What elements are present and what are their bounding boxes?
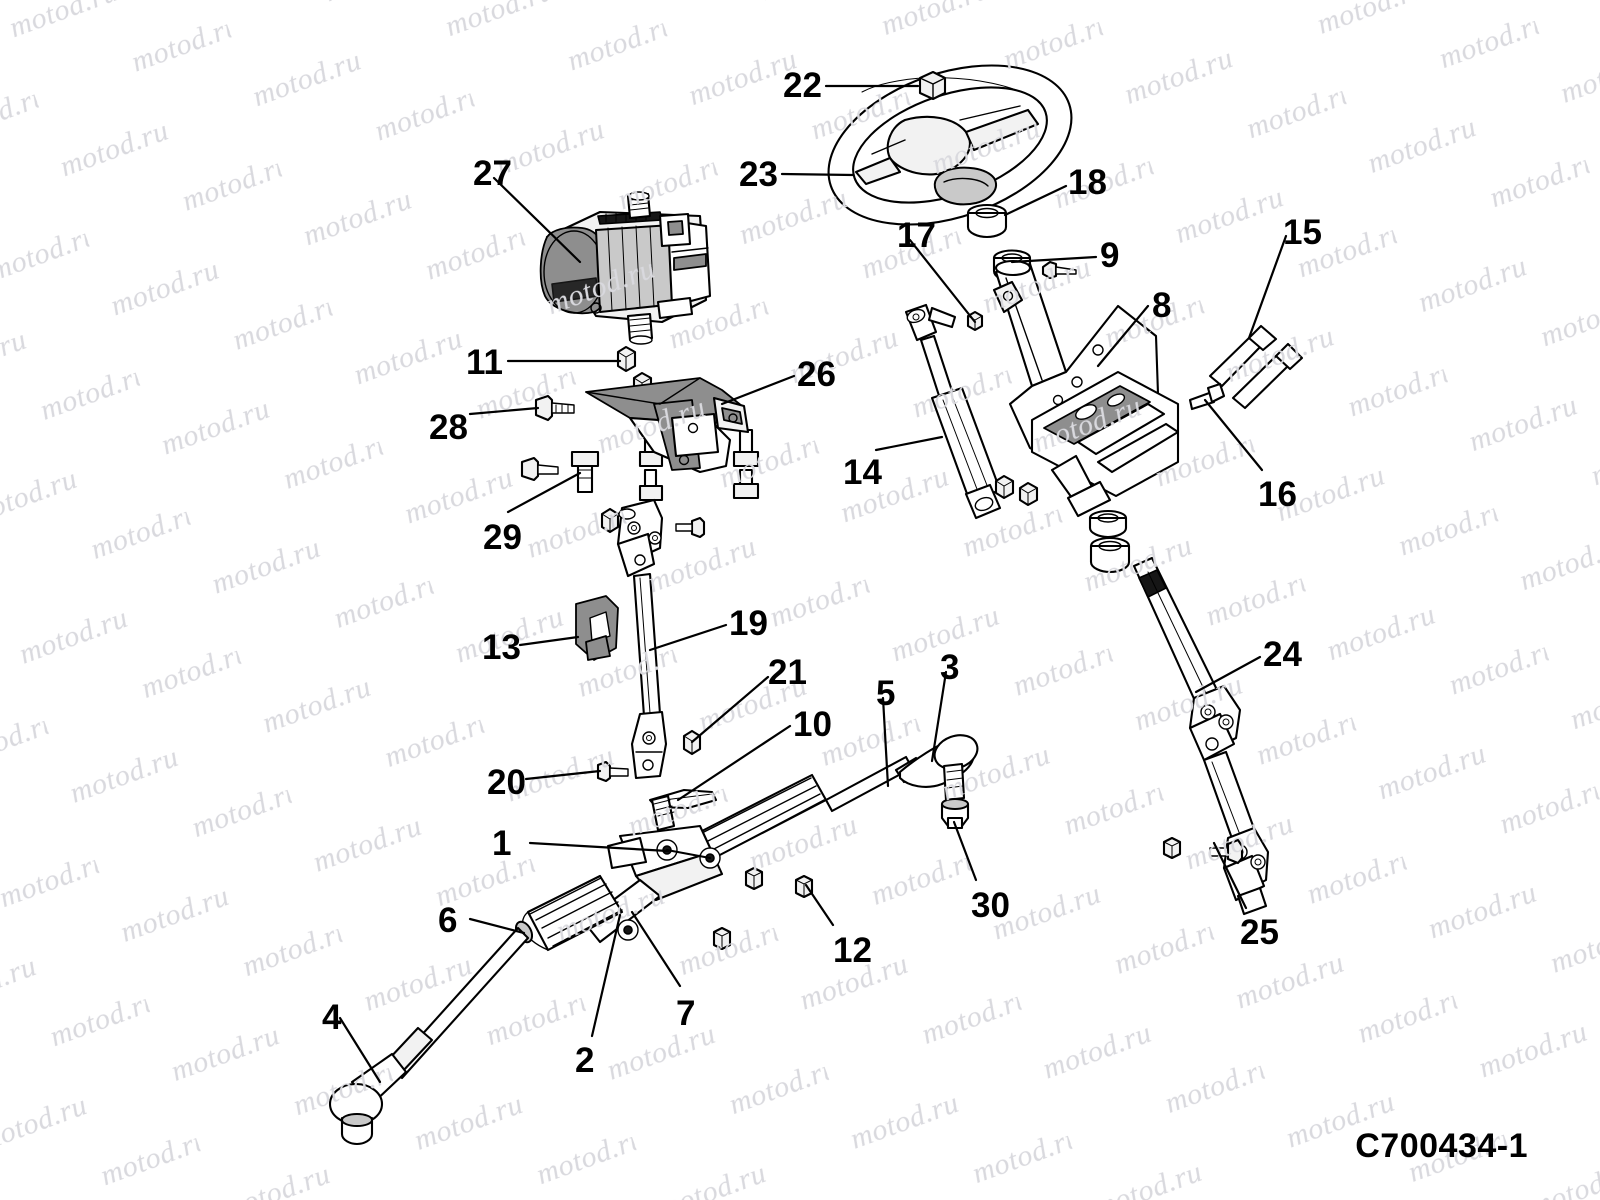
leader-line-steering-wheel-bushing — [1003, 184, 1068, 217]
callout-number-15: 15 — [1283, 213, 1322, 252]
leader-line-steering-damper — [874, 435, 944, 452]
callout-number-20: 20 — [487, 763, 526, 802]
callout-number-19: 19 — [729, 604, 768, 643]
leader-line-rack-mount-nut — [804, 883, 835, 927]
leader-line-ujoint-pinch-nut — [690, 675, 770, 744]
callout-number-25: 25 — [1240, 913, 1279, 952]
callout-number-5: 5 — [876, 674, 896, 713]
leader-line-shaft-seal-boot — [518, 635, 580, 647]
leader-line-column-bolt-short — [1203, 398, 1264, 472]
leader-line-bracket-bolt — [506, 471, 582, 514]
callout-number-3: 3 — [940, 648, 960, 687]
leader-line-steering-wheel — [780, 172, 855, 177]
callout-number-21: 21 — [768, 653, 807, 692]
callout-number-10: 10 — [793, 705, 832, 744]
callout-number-18: 18 — [1068, 163, 1107, 202]
callout-number-24: 24 — [1263, 635, 1302, 674]
callout-number-6: 6 — [438, 901, 458, 940]
leader-line-tie-rod-end-left — [338, 1016, 382, 1084]
callout-number-22: 22 — [783, 66, 822, 105]
callout-number-4: 4 — [322, 998, 342, 1037]
leader-line-intermediate-shaft — [1194, 655, 1262, 694]
callout-number-12: 12 — [833, 931, 872, 970]
callout-number-7: 7 — [676, 994, 696, 1033]
callout-number-16: 16 — [1258, 475, 1297, 514]
leader-line-rack-boot-left — [590, 913, 622, 1038]
diagram-part-number: C700434-1 — [1355, 1127, 1528, 1165]
leader-line-column-support-bracket — [1096, 304, 1150, 368]
leader-line-tie-rod-castle-nut — [952, 820, 978, 882]
callout-number-2: 2 — [575, 1041, 595, 1080]
leader-line-ujoint-pinch-bolt — [524, 769, 602, 781]
leader-line-rack-mount-lug — [630, 910, 682, 988]
callout-number-1: 1 — [492, 824, 512, 863]
leader-line-column-bolt-long — [1247, 234, 1288, 340]
callout-number-29: 29 — [483, 518, 522, 557]
callout-number-28: 28 — [429, 408, 468, 447]
callout-number-8: 8 — [1152, 286, 1172, 325]
leader-line-steering-rack-housing — [528, 841, 670, 853]
leader-line-column-bushing-upper — [1010, 255, 1098, 264]
callout-number-26: 26 — [797, 355, 836, 394]
callout-number-11: 11 — [466, 343, 503, 382]
leader-line-eps-mount-bolt — [468, 406, 540, 416]
callout-number-27: 27 — [473, 154, 512, 193]
leader-line-lower-ujoint-bolt — [1212, 841, 1248, 910]
callout-number-14: 14 — [843, 453, 882, 492]
leader-line-boot-clamp-left — [468, 917, 526, 935]
callout-number-9: 9 — [1100, 236, 1120, 275]
leader-line-column-mount-bracket — [720, 374, 796, 406]
leader-line-upper-steering-shaft — [648, 623, 728, 652]
callout-number-13: 13 — [482, 628, 521, 667]
callout-number-17: 17 — [897, 216, 936, 255]
callout-number-30: 30 — [971, 886, 1010, 925]
callout-number-23: 23 — [739, 155, 778, 194]
leader-line-rack-shim-plate — [676, 724, 792, 802]
